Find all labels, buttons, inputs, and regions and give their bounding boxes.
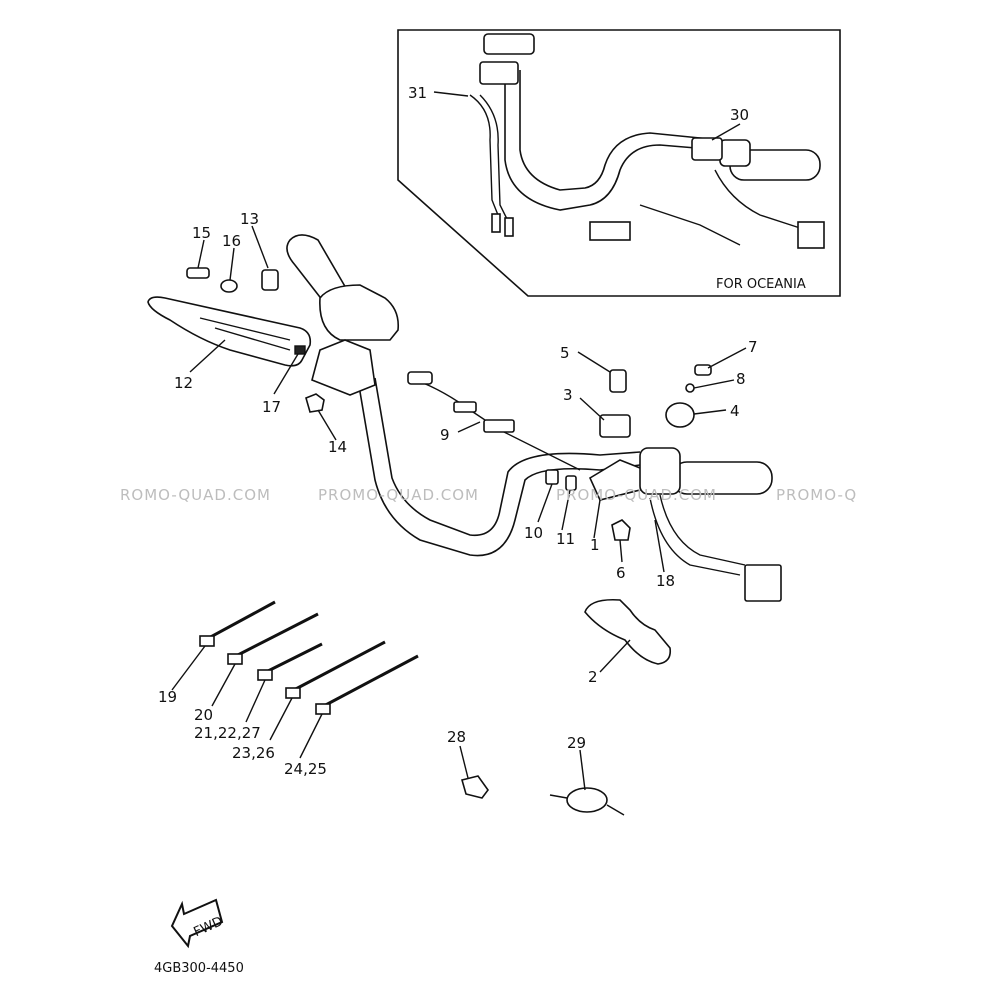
callout-16: 16 xyxy=(222,232,241,250)
tie-21 xyxy=(261,642,323,676)
washer-16 xyxy=(220,279,238,293)
screw-7 xyxy=(694,364,712,376)
bolt-15 xyxy=(186,267,210,279)
callout-6: 6 xyxy=(616,564,626,582)
wire-18 xyxy=(659,494,746,566)
watermark-left: ROMO-QUAD.COM xyxy=(120,486,271,504)
callout-14: 14 xyxy=(328,438,347,456)
leader-lines xyxy=(171,225,747,791)
brake-lever-2 xyxy=(584,598,672,665)
diagram-part-number: 4GB300-4450 xyxy=(154,961,244,976)
callout-18: 18 xyxy=(656,572,675,590)
callout-1: 1 xyxy=(590,536,600,554)
callout-11: 11 xyxy=(556,530,575,548)
part-11 xyxy=(565,475,577,491)
callout-30: 30 xyxy=(730,106,749,124)
callout-2: 2 xyxy=(588,668,598,686)
callout-31: 31 xyxy=(408,84,427,102)
inset-oceania xyxy=(397,29,841,297)
handlebar-tube xyxy=(357,379,641,557)
left-clamp xyxy=(311,339,376,396)
inset-switch-30 xyxy=(691,137,723,161)
callout-28: 28 xyxy=(447,728,466,746)
inset-switch-top xyxy=(483,33,535,55)
callout-29: 29 xyxy=(567,734,586,752)
callout-10: 10 xyxy=(524,524,543,542)
callout-8: 8 xyxy=(736,370,746,388)
watermark-center: PROMO-QUAD.COM xyxy=(318,486,479,504)
fwd-arrow-icon: FWD xyxy=(170,898,225,949)
watermark: ROMO-QUAD.COM PROMO-QUAD.COM PROMO-QUAD.… xyxy=(120,486,857,504)
callout-17: 17 xyxy=(262,398,281,416)
callout-20: 20 xyxy=(194,706,213,724)
part-10 xyxy=(545,469,559,485)
inset-wire-31 xyxy=(469,94,501,221)
bracket-3 xyxy=(599,414,631,438)
callout-12: 12 xyxy=(174,374,193,392)
watermark-far-right: PROMO-Q xyxy=(776,486,857,504)
tie-23 xyxy=(289,640,386,694)
callout-9: 9 xyxy=(440,426,450,444)
tie-20 xyxy=(231,612,319,660)
tie-24 xyxy=(319,654,419,710)
callout-13: 13 xyxy=(240,210,259,228)
callout-23-26: 23,26 xyxy=(232,744,275,762)
inset-border xyxy=(397,29,841,297)
callout-4: 4 xyxy=(730,402,740,420)
tie-19 xyxy=(204,600,276,642)
callout-19: 19 xyxy=(158,688,177,706)
callout-3: 3 xyxy=(563,386,573,404)
inset-caption: FOR OCEANIA xyxy=(716,277,806,292)
washer-8 xyxy=(685,383,695,393)
inset-handlebar xyxy=(504,70,721,211)
cable-ties xyxy=(199,600,419,715)
watermark-right: PROMO-QUAD.COM xyxy=(556,486,717,504)
clip-28 xyxy=(461,775,489,799)
callout-24-25: 24,25 xyxy=(284,760,327,778)
callout-5: 5 xyxy=(560,344,570,362)
callout-21-22-27: 21,22,27 xyxy=(194,724,261,742)
pivot-13 xyxy=(261,269,279,291)
left-switch-housing xyxy=(319,284,400,341)
part-17 xyxy=(294,345,306,355)
nut-14 xyxy=(305,393,325,413)
clamp-29 xyxy=(549,787,625,816)
handlebar-assembly xyxy=(147,234,782,665)
screw-5 xyxy=(609,369,627,393)
cover-4 xyxy=(665,402,695,428)
callout-15: 15 xyxy=(192,224,211,242)
right-switch-housing xyxy=(639,447,681,495)
nut-6 xyxy=(611,519,631,541)
inset-wire-30 xyxy=(714,169,801,229)
callout-7: 7 xyxy=(748,338,758,356)
